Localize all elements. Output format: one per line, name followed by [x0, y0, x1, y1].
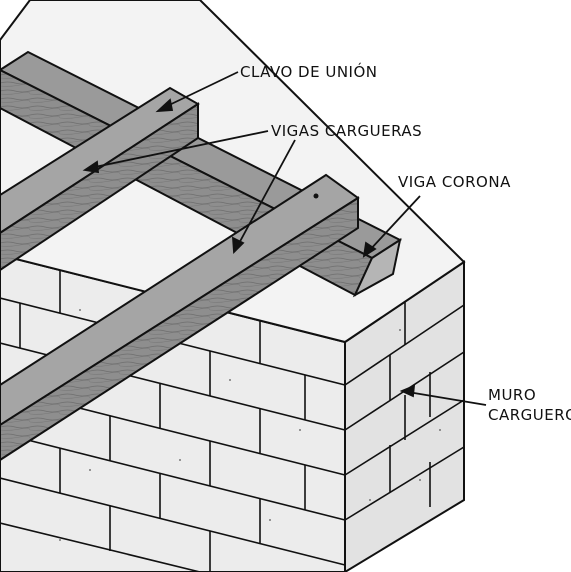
brick-texture — [59, 309, 441, 541]
crown-beam-end — [352, 237, 402, 298]
label-load-bearing-wall: MURO CARGUERO — [488, 385, 571, 425]
label-muro-line1: MURO — [488, 386, 537, 404]
joist-2 — [0, 173, 360, 462]
label-nail-joint: CLAVO DE UNIÓN — [240, 63, 378, 81]
joist-1 — [0, 86, 200, 272]
nail-head — [313, 193, 319, 199]
label-muro-line2: CARGUERO — [488, 406, 571, 424]
leader-lines — [82, 71, 487, 406]
label-crown-beam: VIGA CORONA — [398, 173, 511, 191]
label-joists: VIGAS CARGUERAS — [271, 122, 423, 140]
